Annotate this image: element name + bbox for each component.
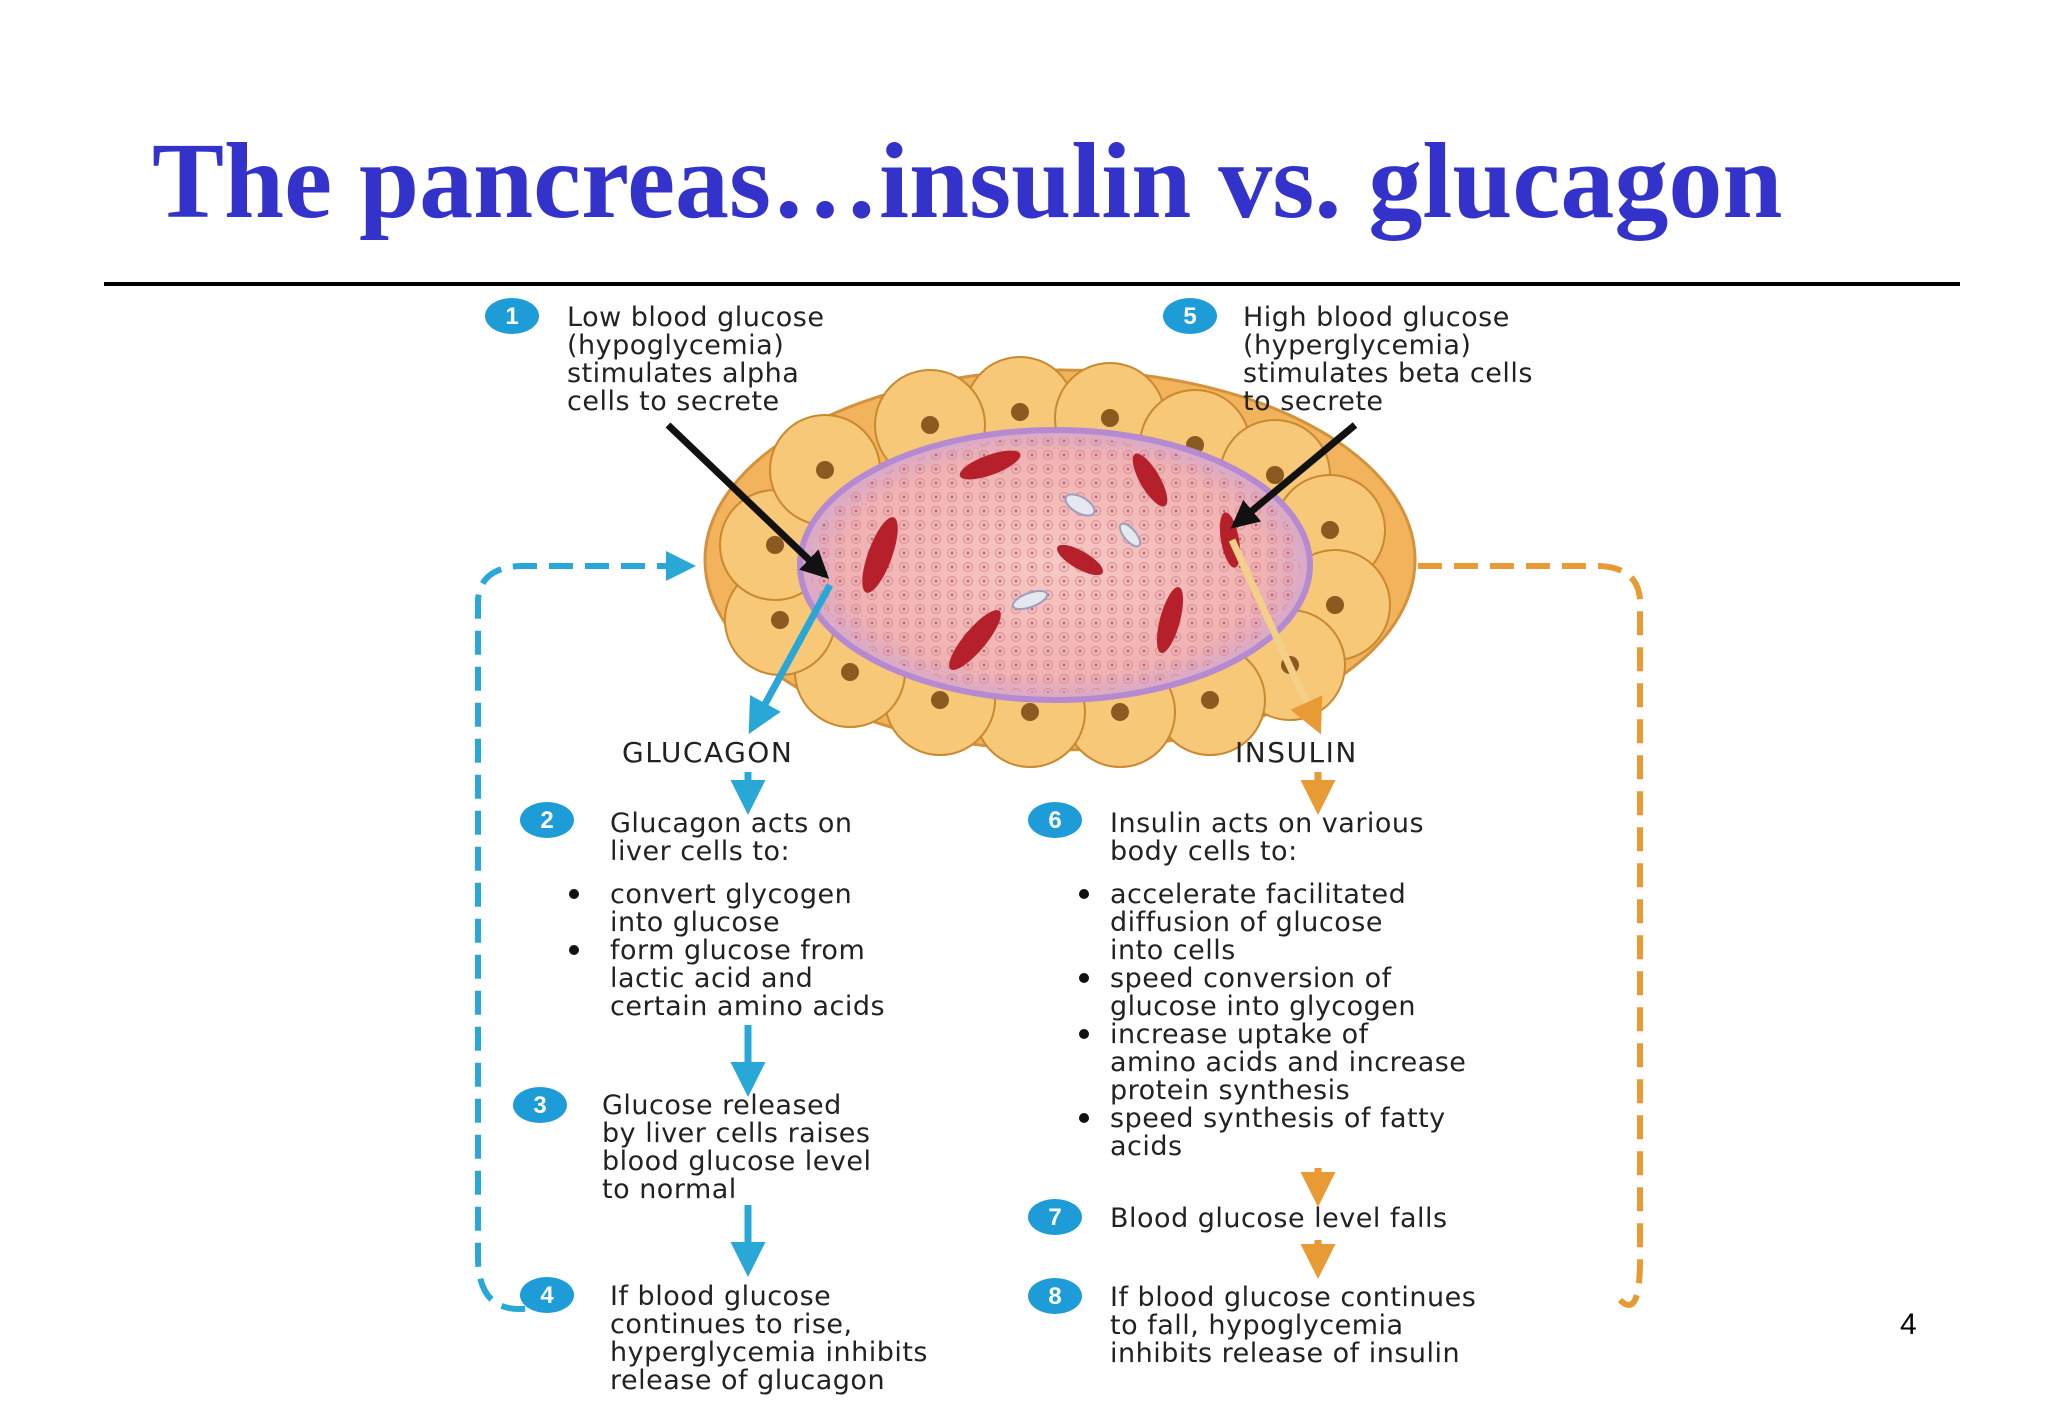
diagram-text: inhibits release of insulin bbox=[1110, 1338, 1460, 1369]
diagram-text: diffusion of glucose bbox=[1110, 907, 1383, 938]
pancreatic-islet-illustration bbox=[703, 356, 1417, 768]
step-badge-7: 7 bbox=[1028, 1199, 1082, 1235]
insulin-secretion-arrow bbox=[1228, 538, 1323, 735]
diagram-text: Low blood glucose bbox=[567, 302, 824, 333]
title-divider bbox=[104, 282, 1960, 286]
insulin-feedback-loop bbox=[1384, 551, 1643, 1308]
bullet-dot bbox=[1079, 973, 1089, 983]
insulin-label: INSULIN bbox=[1235, 736, 1358, 769]
diagram-text: High blood glucose bbox=[1243, 302, 1510, 333]
step-5-text: High blood glucose (hyperglycemia) stimu… bbox=[1243, 302, 1533, 417]
diagram-text: If blood glucose bbox=[610, 1281, 831, 1312]
diagram-text: to fall, hypoglycemia bbox=[1110, 1310, 1404, 1341]
bullet-dot bbox=[1079, 889, 1089, 899]
diagram-text: cells to secrete bbox=[567, 386, 780, 417]
diagram-text: continues to rise, bbox=[610, 1309, 853, 1340]
diagram-text: 8 bbox=[1048, 1283, 1061, 1310]
diagram-text: into cells bbox=[1110, 935, 1236, 966]
diagram-text: accelerate facilitated bbox=[1110, 879, 1406, 910]
step-badge-1: 1 bbox=[485, 298, 539, 334]
diagram-text: speed synthesis of fatty bbox=[1110, 1103, 1446, 1134]
diagram-text: 3 bbox=[533, 1092, 546, 1119]
glucagon-label: GLUCAGON bbox=[622, 736, 793, 769]
diagram-text: to normal bbox=[602, 1174, 737, 1205]
vessel-lumens bbox=[1011, 493, 1142, 611]
glucagon-bullet-list: convert glycogen into glucose form gluco… bbox=[569, 879, 885, 1022]
diagram-text: certain amino acids bbox=[610, 991, 885, 1022]
step-badge-6: 6 bbox=[1028, 802, 1082, 838]
diagram-text: liver cells to: bbox=[610, 836, 790, 867]
step-3-text: Glucose released by liver cells raises b… bbox=[602, 1090, 871, 1205]
step-badge-2: 2 bbox=[520, 802, 574, 838]
diagram-text: form glucose from bbox=[610, 935, 865, 966]
diagram-text: 5 bbox=[1183, 303, 1196, 330]
diagram-text: 1 bbox=[505, 303, 518, 330]
diagram-text: body cells to: bbox=[1110, 836, 1298, 867]
beta-cell-pointer-arrow bbox=[1230, 422, 1358, 529]
diagram-text: by liver cells raises bbox=[602, 1118, 870, 1149]
insulin-bullet-list: accelerate facilitated diffusion of gluc… bbox=[1079, 879, 1466, 1162]
diagram-text: If blood glucose continues bbox=[1110, 1282, 1476, 1313]
diagram-text: Glucagon acts on bbox=[610, 808, 853, 839]
alpha-cell-pointer-arrow bbox=[665, 422, 830, 579]
diagram-text: increase uptake of bbox=[1110, 1019, 1370, 1050]
diagram-text: hyperglycemia inhibits bbox=[610, 1337, 928, 1368]
diagram-text: 7 bbox=[1048, 1204, 1061, 1231]
step-4-text: If blood glucose continues to rise, hype… bbox=[610, 1281, 928, 1396]
diagram-text: stimulates beta cells bbox=[1243, 358, 1533, 389]
diagram-text: (hypoglycemia) bbox=[567, 330, 784, 361]
diagram-text: 6 bbox=[1048, 807, 1061, 834]
diagram-text: glucose into glycogen bbox=[1110, 991, 1416, 1022]
diagram-text: lactic acid and bbox=[610, 963, 813, 994]
bullet-dot bbox=[569, 889, 579, 899]
step-1-text: Low blood glucose (hypoglycemia) stimula… bbox=[567, 302, 824, 417]
step-7-text: Blood glucose level falls bbox=[1110, 1203, 1448, 1234]
diagram-text: protein synthesis bbox=[1110, 1075, 1350, 1106]
diagram-text: 2 bbox=[540, 807, 553, 834]
acinar-nuclei bbox=[766, 403, 1344, 721]
diagram-text: (hyperglycemia) bbox=[1243, 330, 1471, 361]
step-badge-8: 8 bbox=[1028, 1278, 1082, 1314]
diagram-text: into glucose bbox=[610, 907, 780, 938]
diagram-text: amino acids and increase bbox=[1110, 1047, 1466, 1078]
diagram-text: Insulin acts on various bbox=[1110, 808, 1424, 839]
glucagon-secretion-arrow bbox=[748, 583, 834, 735]
diagram-text: Glucose released bbox=[602, 1090, 842, 1121]
step-badge-5: 5 bbox=[1163, 298, 1217, 334]
step-badge-4: 4 bbox=[520, 1277, 574, 1313]
page-number: 4 bbox=[1900, 1308, 1917, 1341]
diagram-text: acids bbox=[1110, 1131, 1183, 1162]
diagram-text: Blood glucose level falls bbox=[1110, 1203, 1448, 1234]
slide-title: The pancreas…insulin vs. glucagon bbox=[152, 122, 1783, 241]
bullet-dot bbox=[569, 945, 579, 955]
step-2-text: Glucagon acts on liver cells to: bbox=[610, 808, 853, 867]
step-badge-3: 3 bbox=[513, 1087, 567, 1123]
diagram-text: convert glycogen bbox=[610, 879, 852, 910]
bullet-dot bbox=[1079, 1029, 1089, 1039]
diagram-text: stimulates alpha bbox=[567, 358, 799, 389]
diagram-text: 4 bbox=[540, 1282, 554, 1309]
diagram-text: speed conversion of bbox=[1110, 963, 1393, 994]
diagram-text: to secrete bbox=[1243, 386, 1384, 417]
diagram-text: release of glucagon bbox=[610, 1365, 885, 1396]
bullet-dot bbox=[1079, 1113, 1089, 1123]
step-6-text: Insulin acts on various body cells to: bbox=[1110, 808, 1424, 867]
glucagon-feedback-loop bbox=[475, 551, 696, 1312]
step-8-text: If blood glucose continues to fall, hypo… bbox=[1110, 1282, 1476, 1369]
diagram-text: blood glucose level bbox=[602, 1146, 871, 1177]
